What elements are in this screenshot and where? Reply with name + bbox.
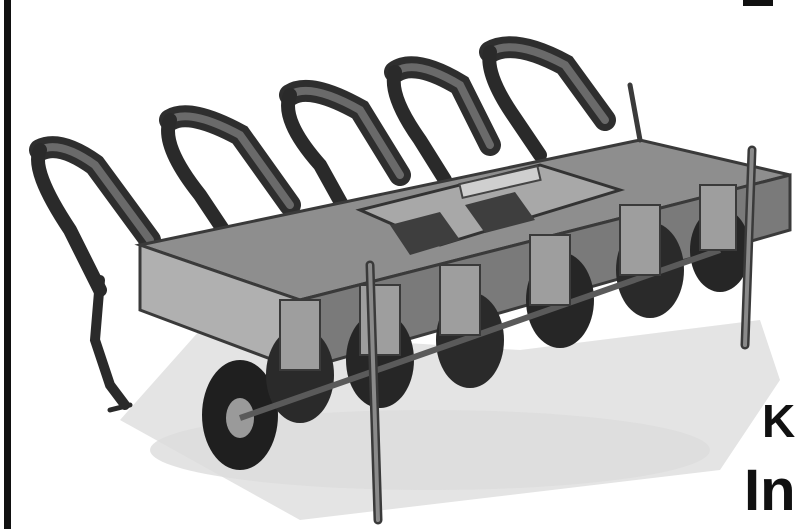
subsoiler-shank <box>89 275 133 413</box>
spring-tine <box>479 36 616 162</box>
top-edge-mark <box>743 0 773 6</box>
left-border-rule <box>4 0 11 529</box>
spring-tine <box>384 56 501 187</box>
spring-tines <box>29 36 616 297</box>
disc-brackets <box>279 184 737 371</box>
spring-tine <box>279 79 411 217</box>
spring-tine <box>29 136 161 297</box>
edge-text-line-1: K <box>762 395 796 447</box>
spring-tine <box>159 105 301 247</box>
leg-posts <box>365 82 757 525</box>
edge-text-line-2: In <box>744 458 796 523</box>
